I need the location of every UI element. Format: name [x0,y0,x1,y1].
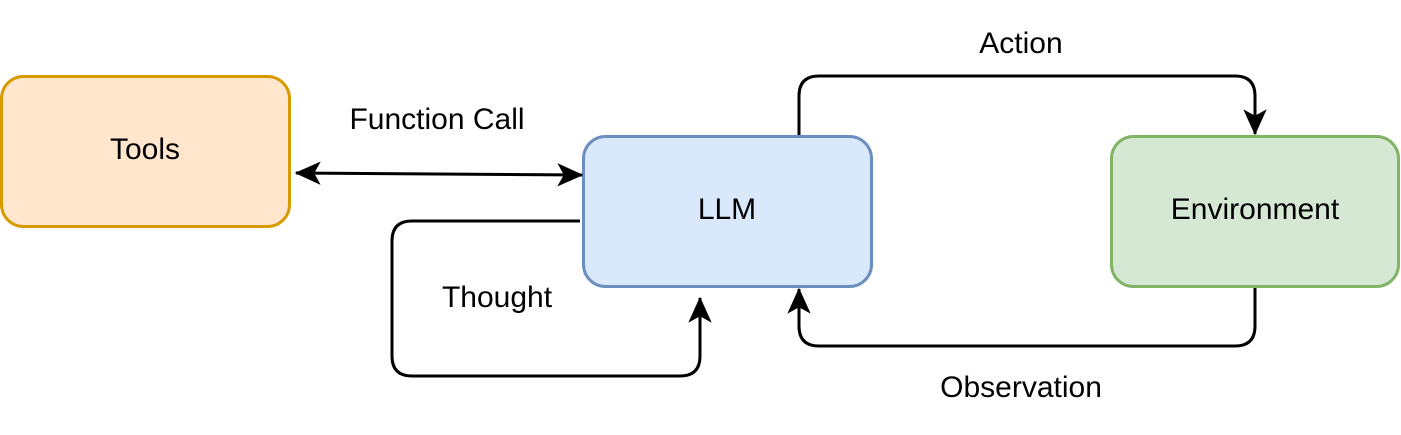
thought-edge[interactable]: Thought [390,219,712,378]
llm-box [582,135,873,288]
function-call-arrow [294,161,584,187]
observation-arrow [787,287,1257,348]
llm-node[interactable]: LLM [582,135,873,288]
function-call-edge[interactable]: Function Call [294,103,584,187]
llm-label: LLM [698,193,756,226]
action-label: Action [979,27,1062,60]
tools-label: Tools [110,133,180,166]
action-edge[interactable]: Action [797,27,1267,136]
tools-node[interactable]: Tools [0,75,291,228]
thought-arrow [390,219,712,378]
environment-box [1110,135,1400,288]
action-arrow [797,74,1267,136]
tools-box [0,75,291,228]
environment-label: Environment [1171,193,1340,226]
environment-node[interactable]: Environment [1110,135,1400,288]
observation-label: Observation [940,371,1102,404]
function-call-label: Function Call [349,103,524,136]
thought-label: Thought [442,281,553,314]
observation-edge[interactable]: Observation [787,287,1257,404]
